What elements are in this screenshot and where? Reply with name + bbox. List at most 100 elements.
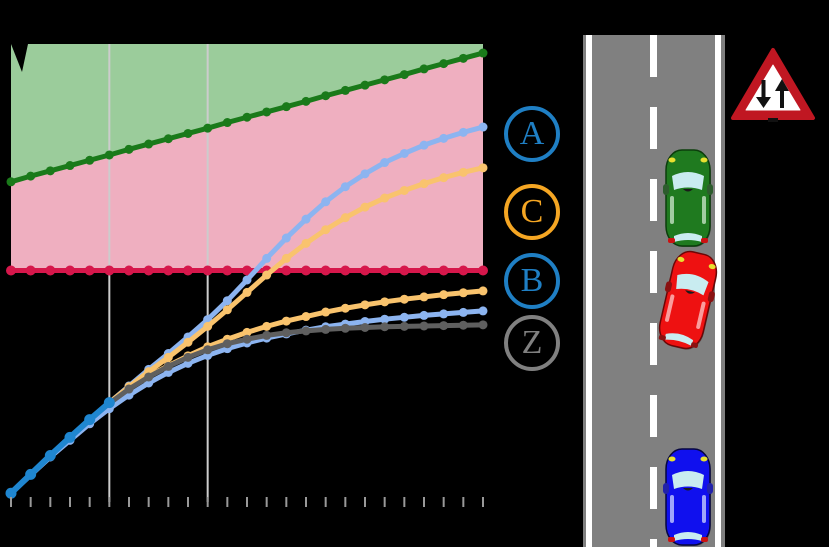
data-point — [360, 202, 370, 212]
center-line-dash — [650, 251, 657, 293]
data-point — [439, 59, 449, 69]
vehicle-car-green[interactable] — [663, 149, 713, 247]
road-edge-line-left — [586, 35, 592, 547]
data-point — [262, 330, 272, 340]
data-point — [242, 327, 252, 337]
data-point — [281, 316, 291, 326]
data-point — [478, 48, 488, 58]
car-blue-window-right — [702, 495, 706, 523]
data-point — [301, 238, 311, 248]
car-red-taillight-left — [658, 334, 666, 341]
data-point — [163, 352, 173, 362]
data-point — [104, 265, 115, 276]
band-pink-region — [11, 53, 483, 271]
data-point — [203, 123, 213, 133]
data-point — [242, 265, 252, 276]
data-point — [242, 334, 252, 344]
data-point — [281, 253, 291, 263]
data-point — [222, 339, 232, 349]
car-red-mirror-left — [664, 281, 673, 293]
two-way-traffic-sign[interactable] — [731, 48, 815, 122]
line-chart — [5, 44, 488, 507]
data-point — [281, 328, 291, 338]
legend-item-c[interactable]: C — [504, 184, 560, 240]
data-point — [321, 91, 331, 101]
legend-item-b[interactable]: B — [504, 253, 560, 309]
car-green-window-right — [702, 196, 706, 224]
data-point — [360, 265, 370, 276]
data-point — [281, 102, 291, 112]
data-point — [360, 80, 370, 90]
data-point — [340, 85, 350, 95]
car-red-headlight-right — [708, 264, 716, 270]
data-point — [124, 384, 134, 394]
data-point — [380, 322, 390, 332]
data-point — [458, 265, 469, 276]
car-blue-mirror-detail — [683, 488, 693, 491]
data-point — [203, 345, 213, 355]
data-point — [419, 140, 429, 150]
car-red-window-right — [696, 301, 706, 329]
data-point — [85, 155, 95, 165]
data-point — [202, 265, 213, 276]
data-point — [183, 128, 193, 138]
car-blue-headlight-left — [668, 456, 676, 462]
data-point — [301, 312, 311, 322]
legend-item-z[interactable]: Z — [504, 315, 560, 371]
car-green-rear-window — [674, 233, 702, 242]
legend-badge-a: A — [504, 106, 560, 162]
data-point — [478, 286, 488, 296]
data-point — [439, 290, 449, 300]
data-point — [380, 314, 390, 324]
car-green-window-left — [670, 196, 674, 224]
car-red-headlight-left — [677, 256, 685, 262]
car-red-window-left — [665, 294, 675, 322]
data-point — [419, 179, 429, 189]
legend-badge-z: Z — [504, 315, 560, 371]
car-blue-mirror-right — [707, 483, 713, 494]
data-point — [222, 296, 232, 306]
legend-label-z: Z — [521, 324, 543, 361]
data-point — [340, 265, 351, 276]
vehicle-car-blue[interactable] — [663, 448, 713, 546]
data-point — [301, 96, 311, 106]
data-point — [124, 144, 134, 154]
data-point — [419, 64, 429, 74]
chart-bands — [11, 44, 483, 271]
data-point — [380, 193, 390, 203]
data-point — [340, 323, 350, 333]
data-point — [380, 158, 390, 168]
data-point — [163, 134, 173, 144]
data-point — [340, 213, 350, 223]
legend-badge-c: C — [504, 184, 560, 240]
data-point — [25, 265, 36, 276]
data-point — [320, 265, 331, 276]
data-point — [438, 265, 449, 276]
data-point — [321, 307, 331, 317]
data-point — [439, 321, 449, 331]
car-red-rear-window — [664, 333, 694, 347]
data-point — [380, 75, 390, 85]
car-blue-window-left — [670, 495, 674, 523]
legend-item-a[interactable]: A — [504, 106, 560, 162]
data-point — [65, 161, 75, 171]
data-point — [321, 197, 331, 207]
data-point — [45, 166, 55, 176]
vehicle-car-red[interactable] — [653, 248, 724, 354]
data-point — [399, 321, 409, 331]
data-point — [478, 122, 488, 132]
data-point — [84, 414, 96, 426]
data-point — [281, 265, 292, 276]
traffic-sign-post — [768, 118, 778, 122]
road-edge-line-right — [715, 35, 721, 547]
legend-badge-b: B — [504, 253, 560, 309]
car-red-mirror-right — [707, 291, 715, 303]
data-point — [26, 171, 36, 181]
data-point — [262, 270, 272, 280]
data-point — [399, 70, 409, 80]
data-point — [439, 133, 449, 143]
center-line-dash — [650, 395, 657, 437]
data-point — [458, 320, 468, 330]
data-point — [458, 167, 468, 177]
data-point — [379, 265, 390, 276]
